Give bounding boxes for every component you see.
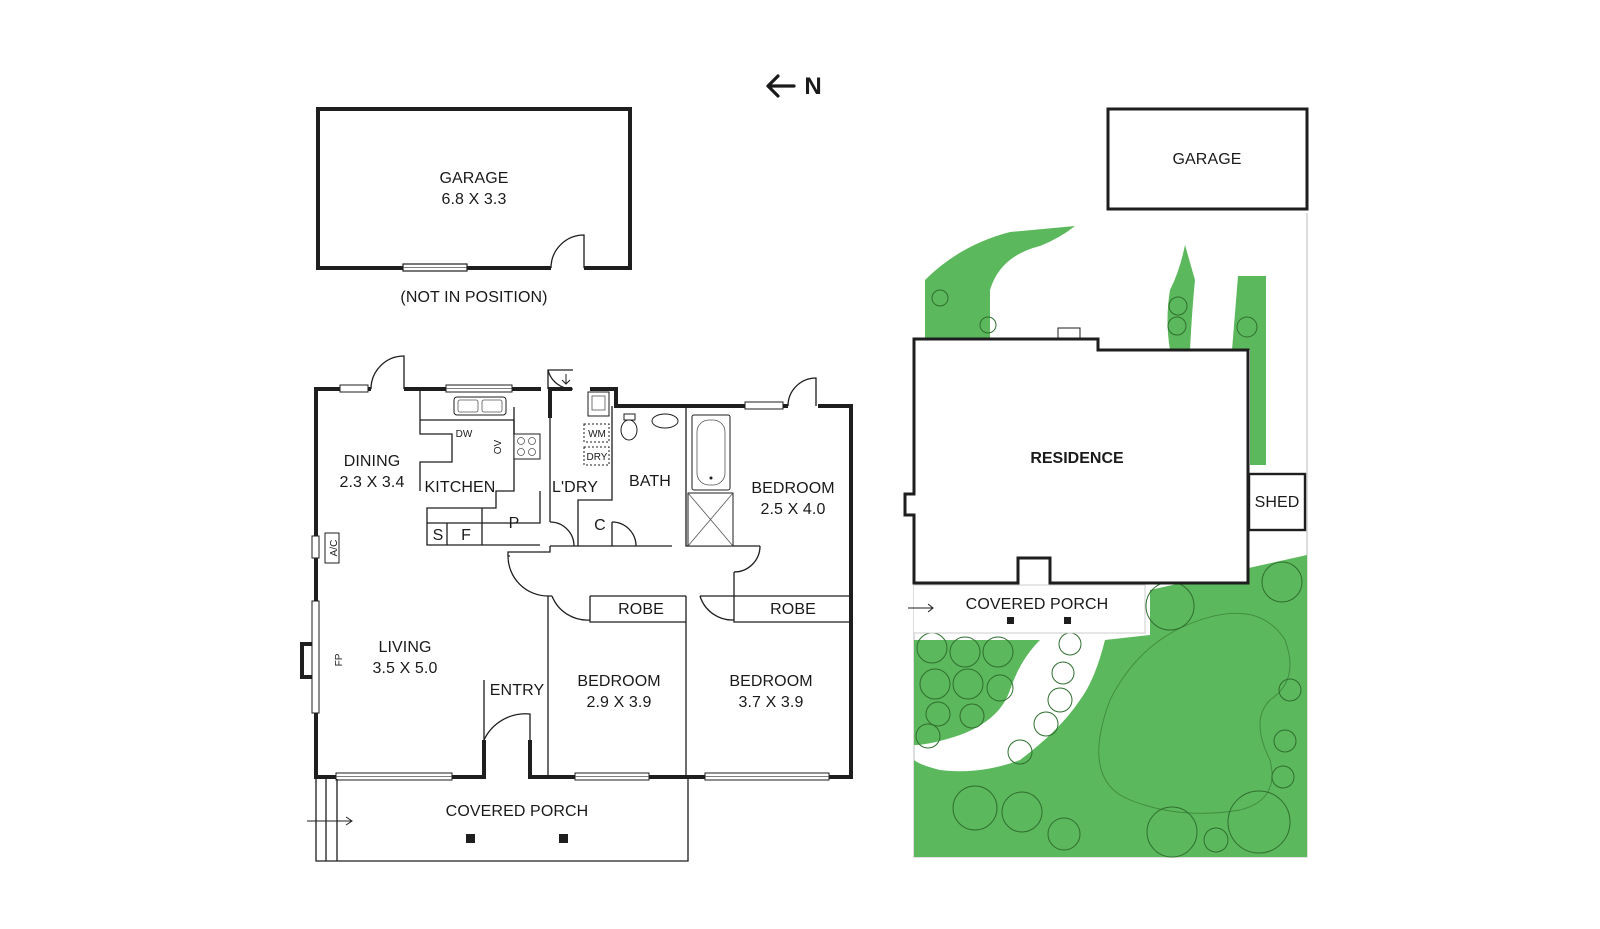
dryer-label: DRY: [587, 452, 608, 463]
kitchen-f-label: F: [461, 527, 471, 544]
fireplace-label: FP: [334, 653, 345, 666]
floorplan-porch: COVERED PORCH: [307, 779, 689, 862]
bedroom2-size: 2.9 X 3.9: [587, 694, 652, 711]
kitchen-s-label: S: [433, 527, 444, 544]
north-label: N: [804, 73, 821, 100]
site-garage-label: GARAGE: [1172, 151, 1241, 168]
floorplan-house: DINING 2.3 X 3.4 KITCHEN DW OV S F P L'D…: [300, 355, 853, 781]
dining-size: 2.3 X 3.4: [340, 474, 405, 491]
north-arrow-icon: [766, 74, 796, 98]
robe1-label: ROBE: [618, 601, 664, 618]
residence-label: RESIDENCE: [1030, 450, 1124, 467]
site-porch-label: COVERED PORCH: [966, 596, 1109, 613]
garage-name: GARAGE: [439, 170, 508, 187]
kitchen-name: KITCHEN: [425, 479, 496, 496]
ac-label: A/C: [329, 540, 340, 557]
north-arrow: N: [766, 73, 822, 100]
bedroom3-size: 3.7 X 3.9: [739, 694, 804, 711]
dining-name: DINING: [344, 453, 401, 470]
site-plan: GARAGE RESIDENCE SHED COVERED PORCH: [903, 107, 1309, 858]
garage-size: 6.8 X 3.3: [442, 191, 507, 208]
robe2-label: ROBE: [770, 601, 816, 618]
floorplan-garage: GARAGE 6.8 X 3.3 (NOT IN POSITION): [316, 107, 632, 306]
living-name: LIVING: [378, 639, 431, 656]
bath-name: BATH: [629, 473, 671, 490]
cupboard-label: C: [594, 517, 606, 534]
bedroom2-name: BEDROOM: [577, 673, 660, 690]
laundry-name: L'DRY: [552, 479, 598, 496]
bedroom3-name: BEDROOM: [729, 673, 812, 690]
dishwasher-label: DW: [456, 429, 473, 440]
entry-name: ENTRY: [490, 682, 545, 699]
oven-label: OV: [493, 439, 504, 454]
garage-note: (NOT IN POSITION): [400, 289, 547, 306]
trees: [915, 289, 1303, 858]
bedroom1-name: BEDROOM: [751, 480, 834, 497]
bedroom1-size: 2.5 X 4.0: [761, 501, 826, 518]
living-size: 3.5 X 5.0: [373, 660, 438, 677]
shed-label: SHED: [1255, 494, 1300, 511]
porch-label: COVERED PORCH: [446, 803, 589, 820]
pantry-label: P: [509, 515, 520, 532]
washing-machine-label: WM: [588, 429, 606, 440]
